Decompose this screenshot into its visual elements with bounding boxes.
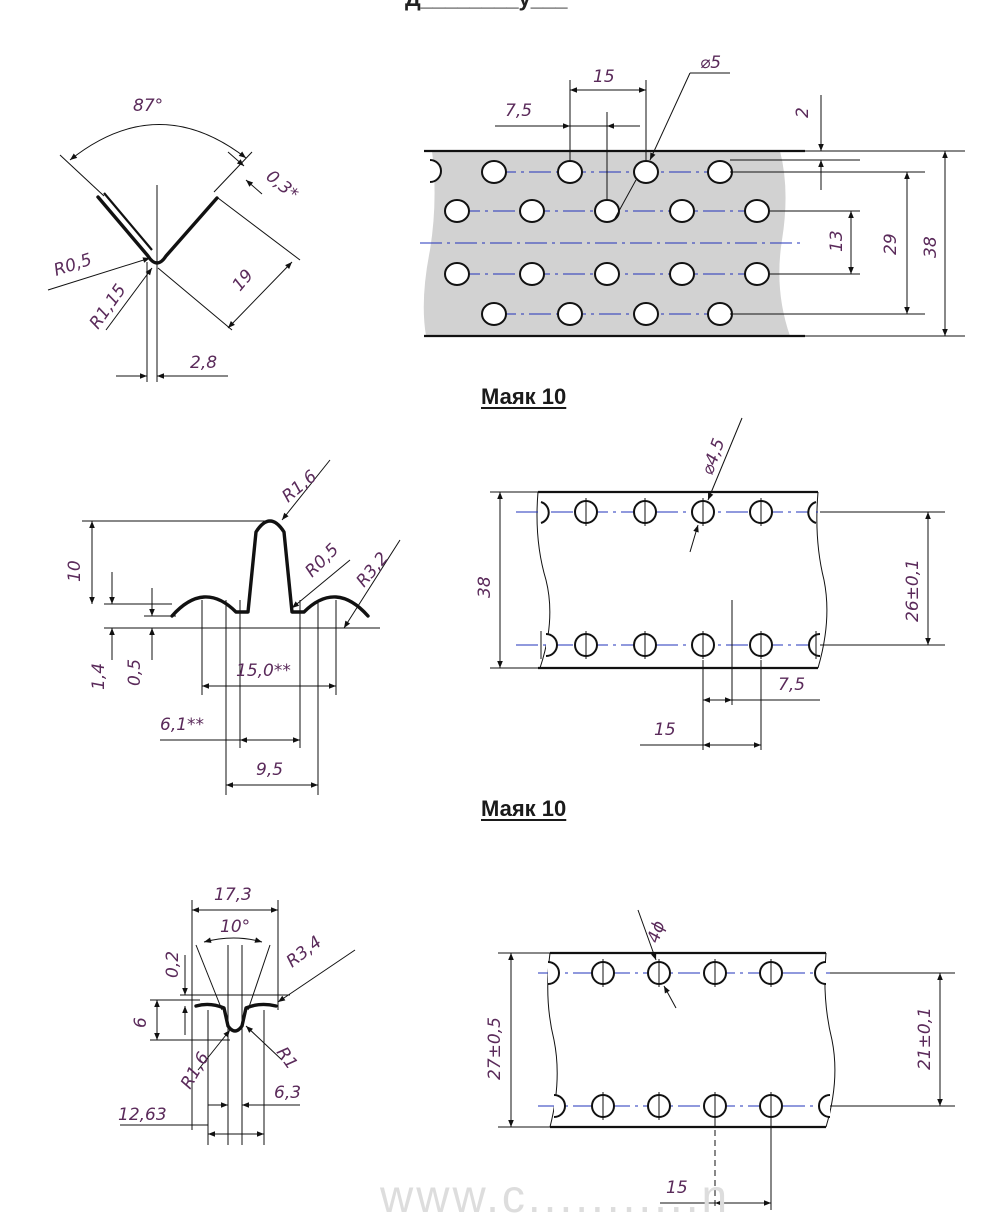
- dim-width-17-3: 17,3: [214, 885, 252, 905]
- dim-r3-4: R3,4: [283, 932, 326, 972]
- corner-profile-drawing: 87° 0,3* R0,5 R1,15 19 2,8: [47, 96, 302, 382]
- perforated-strip-38: 15 7,5 ⌀5 2 13 29 38: [420, 53, 965, 338]
- dim-r-inner: R1,15: [86, 281, 131, 333]
- dim-thick-0-5: 0,5: [125, 659, 145, 686]
- dim-edge-0-2: 0,2: [163, 951, 183, 978]
- dim-angle-87: 87°: [133, 96, 163, 116]
- strip-38-two-rows: ⌀4,5 38 26±0,1 7,5 15: [475, 417, 945, 750]
- dim-half-pitch-7-5: 7,5: [505, 101, 532, 121]
- dim-r0-5: R0,5: [301, 540, 343, 582]
- watermark: www.c...........n: [379, 1170, 730, 1220]
- dim-r1: R1: [272, 1043, 301, 1073]
- dim-span-26: 26±0,1: [903, 559, 923, 622]
- section-heading-2: Маяк 10: [481, 796, 567, 821]
- dim-hole-phi5: ⌀5: [700, 53, 721, 73]
- dim-pitch-15: 15: [593, 67, 615, 87]
- dim-r-outer: R0,5: [51, 250, 94, 281]
- dim-width-38-b: 38: [475, 576, 495, 598]
- omega-profile-drawing: R1,6 R0,5 R3,2 10 1,4 0,5 15,0** 6,1** 9…: [65, 459, 401, 795]
- dim-inner-6-1: 6,1**: [160, 715, 204, 735]
- dim-width-2-8: 2,8: [190, 353, 217, 373]
- page-title-partial: Д________у___: [405, 0, 568, 11]
- dim-inner-13: 13: [827, 230, 847, 252]
- dim-height-10: 10: [65, 560, 85, 582]
- dim-span-12-63: 12,63: [118, 1105, 167, 1125]
- dim-wave-1-4: 1,4: [89, 663, 109, 690]
- dim-edge-2: 2: [793, 107, 813, 118]
- strip-27-two-rows: 4ϕ 27±0,5 21±0,1 15: [485, 909, 955, 1210]
- dim-half-pitch-7-5-b: 7,5: [778, 675, 805, 695]
- dim-pitch-15-b: 15: [654, 720, 676, 740]
- dim-r1-6: R1,6: [278, 466, 321, 506]
- dim-height-6: 6: [131, 1017, 151, 1028]
- dim-angle-10: 10°: [220, 917, 250, 937]
- dim-base-9-5: 9,5: [256, 760, 283, 780]
- dim-thickness: 0,3*: [262, 167, 302, 205]
- dim-span-15-0: 15,0**: [236, 661, 291, 681]
- dim-width-38: 38: [921, 236, 941, 258]
- dim-hole-4: 4ϕ: [644, 918, 670, 945]
- small-profile-drawing: 17,3 10° 0,2 R3,4 6 R1,6 R1 6,3 12,63: [118, 885, 356, 1145]
- section-heading-1: Маяк 10: [481, 384, 567, 409]
- dim-span-21: 21±0,1: [915, 1007, 935, 1070]
- dim-hole-phi4-5: ⌀4,5: [698, 436, 730, 478]
- dim-inner-6-3: 6,3: [274, 1083, 301, 1103]
- dim-r3-2: R3,2: [353, 549, 393, 592]
- dim-pitch-15-c: 15: [666, 1178, 688, 1198]
- dim-flange-19: 19: [229, 266, 258, 295]
- dim-width-27: 27±0,5: [485, 1017, 505, 1080]
- dim-span-29: 29: [881, 233, 901, 255]
